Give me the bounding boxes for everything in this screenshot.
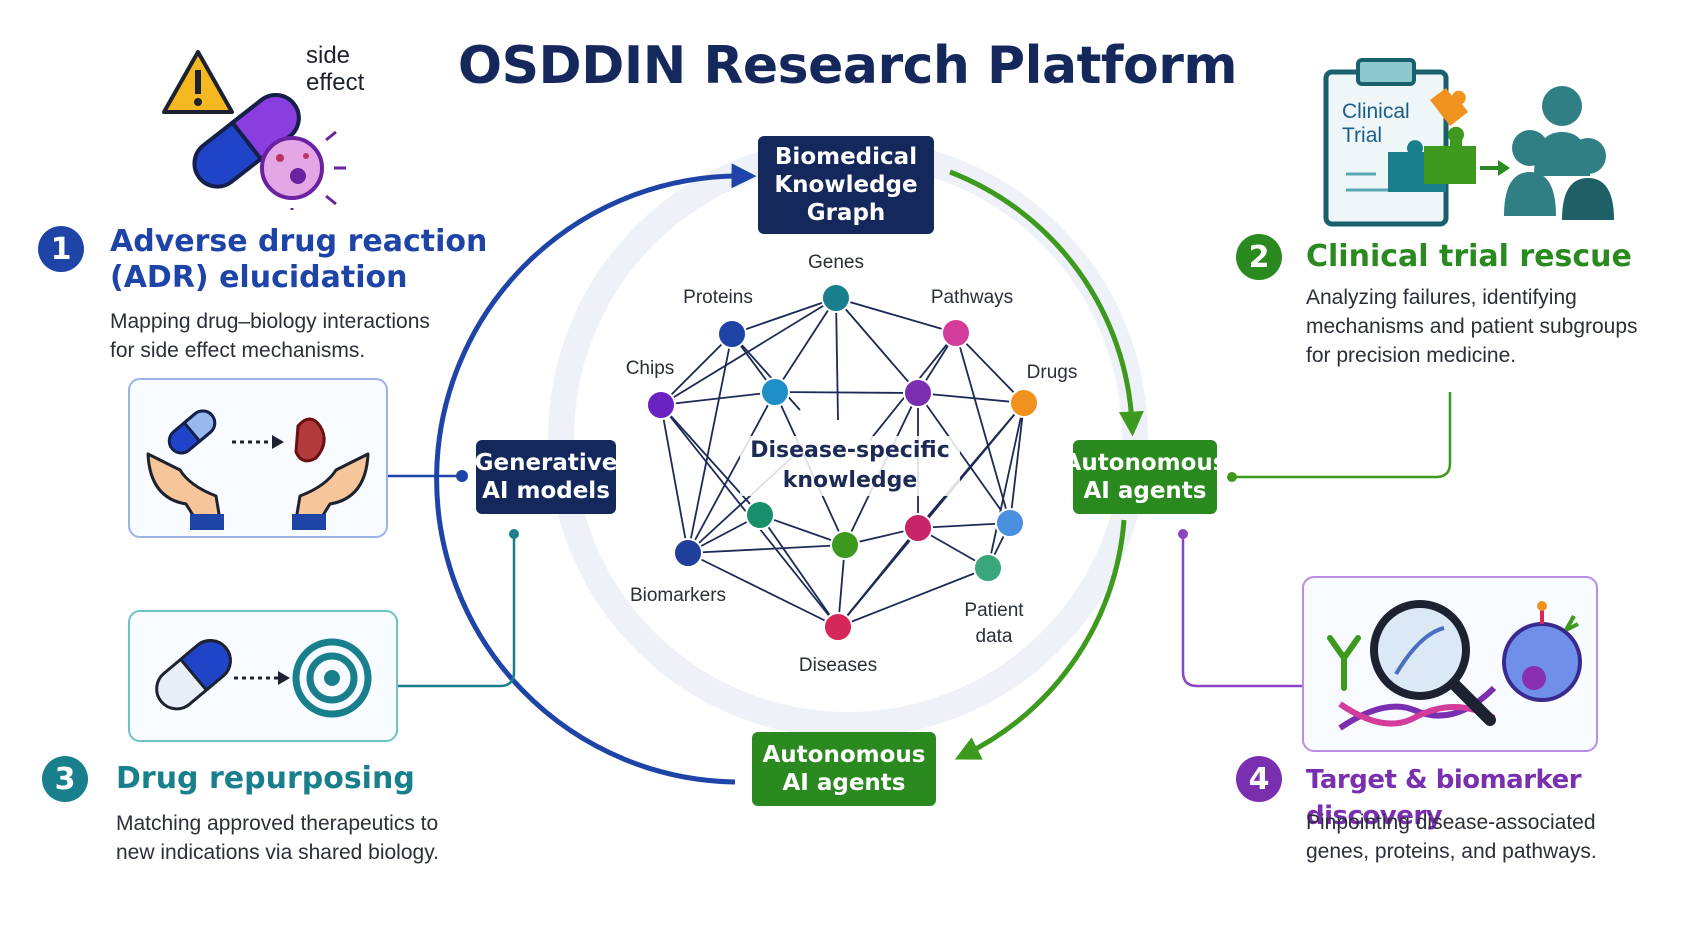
connector-clinical	[1232, 392, 1452, 479]
side-effect-label: side effect	[306, 42, 365, 96]
repurposing-description: Matching approved therapeutics to new in…	[116, 812, 439, 864]
hands-drug-organ-icon	[146, 409, 370, 530]
node-patient-data	[973, 553, 1003, 583]
node-inner-crimson	[903, 513, 933, 543]
adr-side-effect-icon	[162, 50, 346, 210]
connector-repurposing	[396, 534, 516, 688]
autonomous-agents-right-box: Autonomous AI agents	[1064, 440, 1227, 514]
repurposing-heading: Drug repurposing	[116, 761, 415, 796]
node-diseases	[823, 612, 853, 642]
label-pathways: Pathways	[930, 287, 1014, 308]
label-patient-data: Patient data	[964, 600, 1024, 647]
node-genes	[821, 283, 851, 313]
page-title: OSDDIN Research Platform	[457, 36, 1238, 96]
clipboard-label: Clinical Trial	[1342, 100, 1410, 147]
node-proteins	[717, 319, 747, 349]
patient-group-icon	[1504, 86, 1614, 220]
node-biomarkers	[673, 538, 703, 568]
node-chips	[646, 390, 676, 420]
label-proteins: Proteins	[683, 287, 753, 308]
node-proteins-2	[760, 377, 790, 407]
capsule-icon	[155, 639, 232, 711]
node-inner-blue	[995, 508, 1025, 538]
cycle-arc-right-bottom	[954, 519, 1127, 760]
node-drugs	[1009, 388, 1039, 418]
network-nodes	[646, 283, 1039, 642]
connector-target	[1181, 534, 1302, 688]
clinical-description: Analyzing failures, identifying mechanis…	[1306, 286, 1638, 367]
clinical-heading: Clinical trial rescue	[1306, 239, 1632, 274]
generative-ai-box: Generative AI models	[475, 440, 617, 514]
knowledge-graph-box: Biomedical Knowledge Graph	[758, 136, 934, 234]
adr-description: Mapping drug–biology interactions for si…	[110, 310, 430, 362]
adr-card	[128, 378, 388, 538]
badge-1: 1	[38, 226, 84, 272]
adr-heading: Adverse drug reaction (ADR) elucidation	[110, 224, 488, 295]
cycle-arc-left	[434, 163, 757, 785]
antibody-icon	[1327, 635, 1361, 691]
clinical-trial-icon	[1323, 58, 1614, 227]
node-pathway-2	[903, 378, 933, 408]
dna-magnifier-cell-icon	[1327, 600, 1582, 731]
label-genes: Genes	[808, 252, 864, 273]
node-inner-teal	[745, 500, 775, 530]
label-drugs: Drugs	[1026, 362, 1078, 383]
cell-icon	[1502, 622, 1582, 702]
label-diseases: Diseases	[798, 655, 878, 676]
repurposing-card	[128, 610, 398, 742]
target-card	[1302, 576, 1598, 752]
badge-2: 2	[1236, 234, 1282, 280]
network-edges	[660, 297, 1025, 628]
autonomous-agents-bottom-box: Autonomous AI agents	[752, 732, 936, 806]
badge-3: 3	[42, 756, 88, 802]
node-pathways	[941, 318, 971, 348]
core-label: Disease-specific knowledge	[740, 436, 960, 496]
target-icon	[292, 638, 372, 718]
capsule-icon	[192, 93, 301, 189]
target-description: Pinpointing disease-associated genes, pr…	[1306, 811, 1597, 863]
node-inner-green	[830, 530, 860, 560]
label-biomarkers: Biomarkers	[629, 585, 727, 606]
cycle-arc-right-top	[949, 169, 1144, 437]
label-chips: Chips	[625, 358, 675, 379]
target-heading: Target & biomarker discovery	[1306, 765, 1582, 831]
capsule-to-target-icon	[155, 638, 372, 718]
badge-4: 4	[1236, 756, 1282, 802]
cell-icon	[260, 136, 324, 200]
